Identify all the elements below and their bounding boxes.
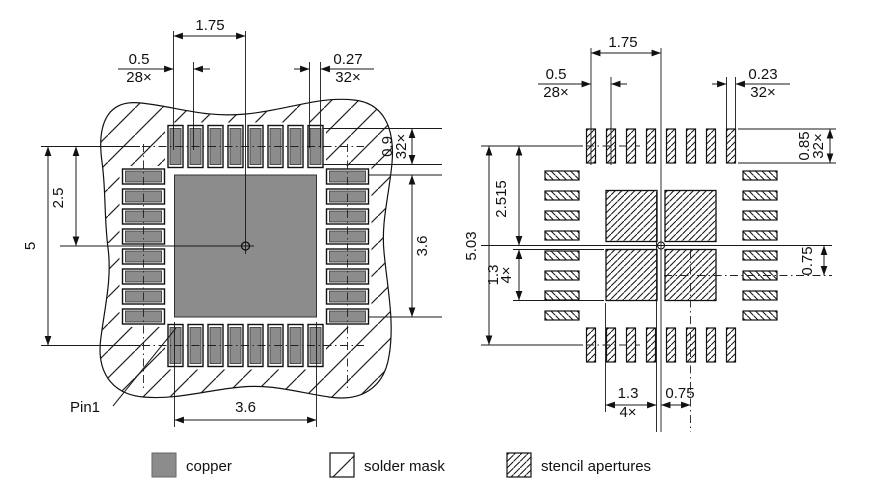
dim-label: 0.75 [665,385,694,402]
dim-left-thermal-width: 3.6 [174,322,317,427]
dim-label: 0.85 [796,131,813,160]
legend-copper-swatch [151,452,177,478]
dim-label: 0.75 [799,246,816,275]
dim-label: 0.23 [748,66,777,83]
dim-right-full-span: 5.03 [463,146,583,346]
dim-label: 2.5 [50,188,67,209]
dim-label: 3.6 [414,236,431,257]
pin1-label: Pin1 [70,399,100,416]
dim-label: 5 [22,242,39,250]
dim-right-thermal-offset-h: 0.75 [661,385,695,409]
dim-left-pitch: 0.5 28× [118,51,210,150]
dim-label: 2.515 [493,180,510,218]
legend-stencil-swatch [506,452,532,478]
dim-label: 0.27 [333,51,362,68]
dim-label: 0.5 [546,66,567,83]
dim-left-pad-width: 0.27 32× [294,51,374,148]
dim-label: 5.03 [463,231,480,260]
legend-solder-mask-label: solder mask [364,458,445,475]
dim-label: 0.9 [379,136,396,157]
dim-label: 1.3 [618,385,639,402]
left-view-footprint: 1.75 0.5 28× 0.27 32× 0.9 32× [22,17,442,427]
dim-right-thermal-aperture-width: 1.3 4× [605,192,657,432]
center-mark [240,241,251,251]
legend-solder-mask-swatch [329,452,355,478]
dim-count: 28× [543,84,568,101]
dim-label: 1.3 [485,265,502,286]
dim-right-thermal-aperture-height: 1.3 4× [485,249,604,301]
dim-right-aperture-width: 0.23 32× [712,66,790,163]
dim-left-thermal-height: 3.6 [368,174,442,318]
center-mark [656,241,666,250]
dim-label: 0.5 [129,51,150,68]
pin1-callout: Pin1 [70,327,177,416]
dim-count: 4× [498,266,515,283]
dim-count: 28× [126,69,151,86]
dim-right-thermal-offset-v: 0.75 [799,245,828,276]
dim-left-full-span: 5 [22,146,140,346]
dim-count: 32× [393,134,410,159]
dim-right-pitch: 0.5 28× [538,66,627,165]
legend-stencil-label: stencil apertures [541,458,651,475]
dim-left-half-span: 2.5 [50,146,80,246]
dim-label: 1.75 [195,17,224,34]
dim-count: 32× [810,133,827,158]
dim-right-aperture-length: 0.85 32× [738,128,836,164]
dim-left-pad-length: 0.9 32× [323,128,442,165]
right-view-stencil: 1.75 0.5 28× 0.23 32× 0.85 32× [463,34,836,432]
dim-label: 1.75 [608,34,637,51]
dim-right-top-offset: 1.75 [590,34,661,165]
dim-count: 32× [335,69,360,86]
dim-label: 3.6 [235,399,256,416]
dim-count: 4× [619,404,636,421]
legend: copper solder mask stencil apertures [151,452,651,478]
legend-copper-label: copper [186,458,232,475]
dim-left-top-offset: 1.75 [173,17,246,150]
dim-count: 32× [750,84,775,101]
dim-right-half-span: 2.515 [481,145,583,246]
